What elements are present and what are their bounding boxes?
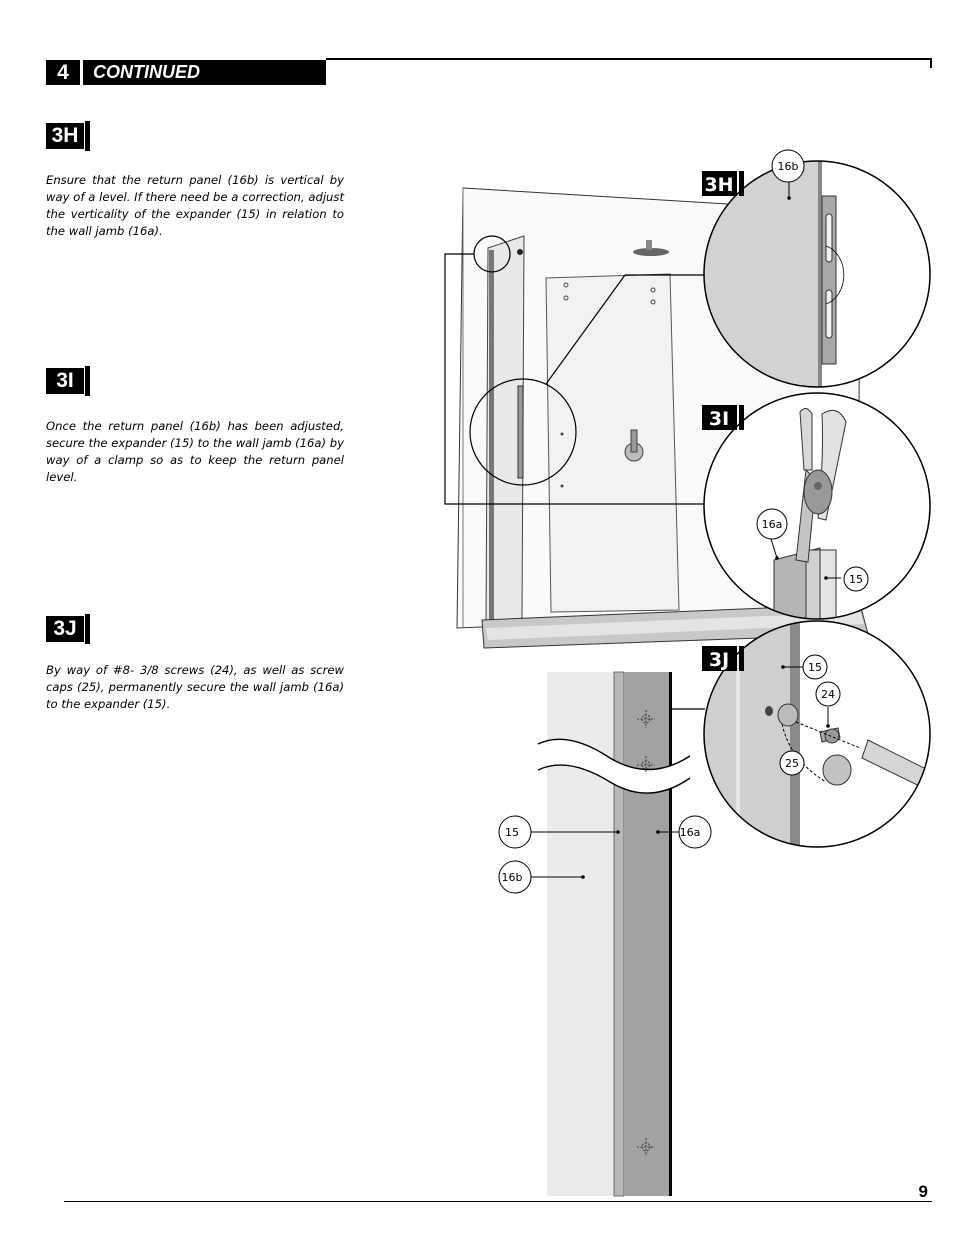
step-title-bar: CONTINUED	[83, 60, 326, 85]
section-label-3h: 3H	[46, 123, 84, 149]
callout-section-16b: 16b	[502, 871, 523, 884]
section-text-3i: Once the return panel (16b) has been adj…	[46, 419, 344, 484]
step-number-badge: 4	[46, 60, 80, 85]
callout-3h-16b: 16b	[778, 160, 799, 173]
callout-section-16a: 16a	[680, 826, 701, 839]
callout-3j-25: 25	[785, 757, 799, 770]
section-text-3j: By way of #8- 3/8 screws (24), as well a…	[46, 663, 344, 711]
callout-3j-24: 24	[821, 688, 835, 701]
callout-3j-15: 15	[808, 661, 822, 674]
detail-label-3j: 3J	[709, 649, 729, 671]
callout-3i-15: 15	[849, 573, 863, 586]
section-label-3i: 3I	[46, 368, 84, 394]
page-number: 9	[918, 1182, 928, 1201]
header-rule	[326, 58, 932, 60]
section-tick-3j	[85, 614, 90, 644]
section-text-3h: Ensure that the return panel (16b) is ve…	[46, 173, 344, 238]
wall-jamb-section-view: 15 16a 16b	[498, 671, 712, 1197]
callout-3i-16a: 16a	[762, 518, 783, 531]
section-label-3j: 3J	[46, 616, 84, 642]
footer-rule	[64, 1201, 932, 1202]
detail-3i-circle: 16a 15 3I	[702, 392, 931, 620]
section-tick-3h	[85, 121, 90, 151]
detail-label-3i: 3I	[709, 408, 729, 430]
section-tick-3i	[85, 366, 90, 396]
callout-section-15: 15	[505, 826, 519, 839]
detail-label-3h: 3H	[704, 174, 733, 196]
detail-3j-circle: 15 24 25 3J	[702, 620, 931, 848]
header-rule-end	[930, 58, 932, 68]
